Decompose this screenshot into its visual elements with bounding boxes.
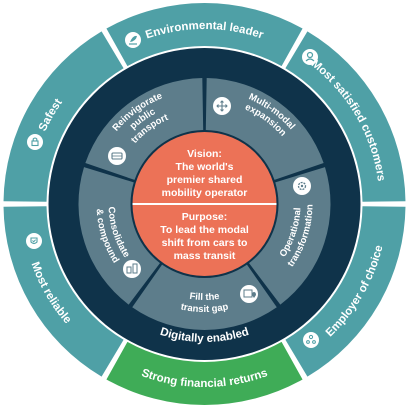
purpose-line: mass transit	[174, 250, 236, 262]
vision-line: premier shared	[167, 174, 243, 186]
inner-label-line: transit gap	[180, 301, 230, 315]
purpose-block: Purpose: To lead the modal shift from ca…	[160, 211, 249, 262]
vision-block: Vision: The world's premier shared mobil…	[162, 148, 248, 199]
buildings-icon	[123, 260, 141, 278]
customer-icon	[302, 49, 318, 65]
segment-environmental-leader	[106, 3, 303, 67]
segment-strong-financial-returns	[106, 341, 303, 405]
segment-most-satisfied-customers	[285, 31, 406, 202]
vision-line: The world's	[176, 161, 234, 173]
shield-check-icon	[26, 233, 42, 249]
move-arrows-icon	[213, 97, 231, 115]
cog-screen-icon	[293, 177, 311, 195]
purpose-heading: Purpose:	[182, 211, 228, 223]
map-pin-icon	[240, 285, 258, 303]
employees-icon	[303, 332, 319, 348]
bus-icon	[108, 147, 126, 165]
segment-fill-the-transit-gap	[132, 264, 277, 330]
leaf-hand-icon	[125, 32, 141, 48]
vision-line: mobility operator	[162, 187, 248, 199]
purpose-line: To lead the modal	[160, 224, 249, 236]
segment-safest	[3, 31, 124, 202]
vision-heading: Vision:	[187, 148, 222, 160]
svg-text:transit gap: transit gap	[180, 301, 230, 315]
segment-operational-transformation	[249, 167, 331, 305]
inner-label-line: Fill the	[189, 291, 220, 303]
segment-multi-modal-expansion	[205, 78, 324, 180]
svg-text:Fill the: Fill the	[189, 291, 220, 303]
lock-icon	[27, 134, 43, 150]
outer-ring	[3, 3, 406, 405]
purpose-line: shift from cars to	[162, 237, 248, 249]
